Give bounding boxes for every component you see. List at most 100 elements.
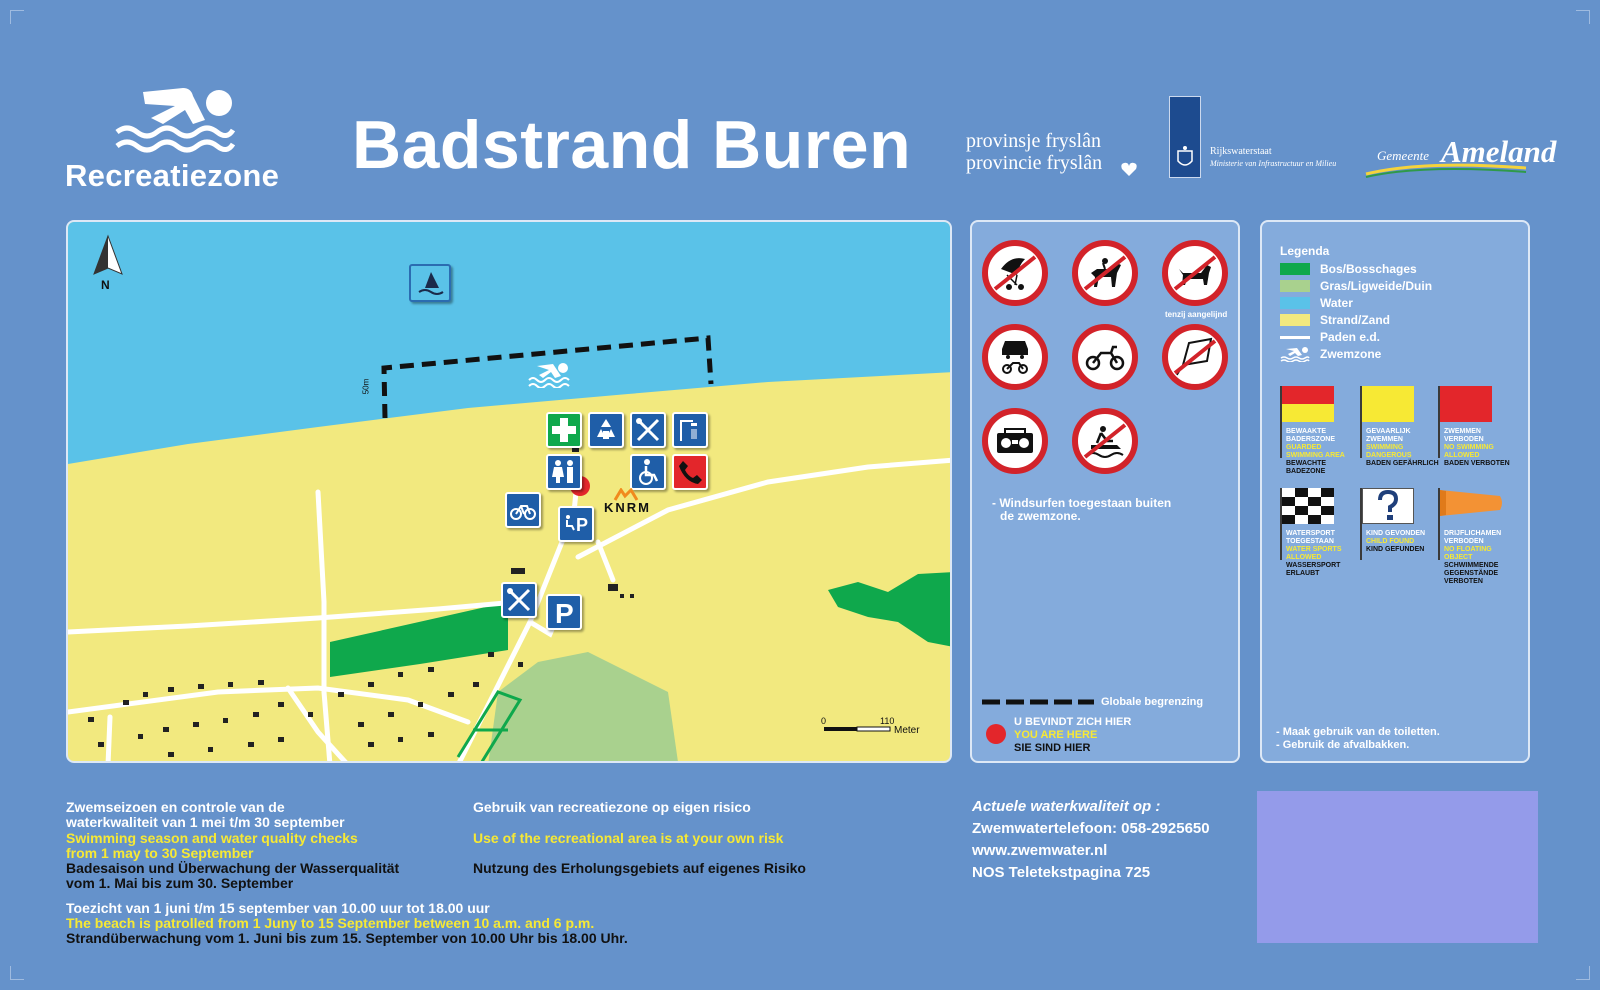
svg-text:P: P [576,515,588,535]
scale-unit: Meter [894,725,920,736]
north-label: N [101,278,110,292]
quality-title: Actuele waterkwaliteit op : [972,798,1161,815]
quality-web: www.zwemwater.nl [972,842,1108,859]
legend-item: Strand/Zand [1280,313,1390,327]
parking-icon: P [546,594,582,630]
season-en-2: from 1 may to 30 September [66,845,254,861]
risk-nl: Gebruik van recreatiezone op eigen risic… [473,799,751,815]
patrol-de: Strandüberwachung vom 1. Juni bis zum 15… [66,930,628,946]
path [285,685,348,761]
dog-note: tenzij aangelijnd [1165,310,1228,319]
buffer-label: 50m [361,378,371,395]
province-line-1: provinsje fryslân [966,130,1101,152]
info-placeholder-box [1257,791,1538,943]
phone-icon [672,454,708,490]
toilets-icon [546,454,582,490]
scale-end: 110 [880,716,895,726]
first-aid-icon [546,412,582,448]
water-area [68,222,950,464]
moped-icon [1085,345,1125,371]
season-de-2: vom 1. Mai bis zum 30. September [66,875,294,891]
legend-title: Legenda [1280,244,1330,258]
path [575,457,950,560]
legend-note-2: - Gebruik de afvalbakken. [1276,739,1410,751]
crop-mark [10,966,24,980]
boundary-label: Globale begrenzing [1101,696,1204,708]
scale-start: 0 [821,716,827,726]
you-are-here-en: YOU ARE HERE [1014,729,1098,741]
rws-ministry: Ministerie van Infrastructuur en Milieu [1210,159,1337,168]
season-en-1: Swimming season and water quality checks [66,830,358,846]
windsurf-note-line2: de zwemzone. [1000,509,1081,523]
path [315,489,333,761]
question-mark-icon [1378,490,1399,520]
jetski-icon [1083,423,1127,459]
car-bike-icon [1002,341,1028,374]
season-nl-2: waterkwaliteit van 1 mei t/m 30 septembe… [66,814,345,830]
houses [88,440,634,757]
no-horses-sign [1072,240,1138,306]
no-kitebuggy-sign [982,240,1048,306]
windsurf-icon [409,264,451,302]
you-are-here-de: SIE SIND HIER [1014,742,1091,754]
kitebuggy-icon [993,255,1037,291]
forest-area [330,602,508,677]
legend-panel: Legenda Bos/Bosschages Gras/Ligweide/Dui… [1260,220,1530,763]
crop-mark [1576,966,1590,980]
quality-teletext: NOS Teletekstpagina 725 [972,864,1151,881]
legend-item: Zwemzone [1280,346,1381,362]
crop-mark [10,10,24,24]
windsurf-note-line1: - Windsurfen toegestaan buiten [992,496,1172,510]
swimmer-logo-icon [115,88,235,153]
you-are-here-dot [986,724,1006,744]
path [68,685,471,725]
you-are-here-nl: U BEVINDT ZICH HIER [1014,716,1132,728]
page-title: Badstrand Buren [352,107,912,183]
no-radio-sign [982,408,1048,474]
swimzone-boundary [381,335,714,419]
logo-label: Recreatiezone [65,158,280,193]
radio-icon [997,428,1033,453]
rws-logo [1169,96,1201,178]
no-jetski-sign [1072,408,1138,474]
beach-map: N 50m P P KNR [66,220,952,763]
risk-en: Use of the recreational area is at your … [473,830,784,846]
horse-icon [1083,255,1127,291]
no-mopeds-sign [1072,324,1138,390]
bicycle-icon [505,492,541,528]
ameland-wave-icon [1365,163,1527,178]
crop-mark [1576,10,1590,24]
patrol-nl: Toezicht van 1 juni t/m 15 september van… [66,900,490,916]
recycling-icon [588,412,624,448]
map-drawing [68,222,950,761]
legend-note-1: - Maak gebruik van de toiletten. [1276,726,1440,738]
path [105,714,113,761]
rws-name: Rijkswaterstaat [1210,146,1272,157]
legend-item: Bos/Bosschages [1280,262,1417,276]
rules-panel: tenzij aangelijnd - Windsurfen toegestaa… [970,220,1240,763]
legend-item: Gras/Ligweide/Duin [1280,279,1432,293]
boundary-line-icon [982,699,1094,705]
disabled-parking-icon: P [558,506,594,542]
swimzone-icon [1280,347,1310,362]
season-nl-1: Zwemseizoen en controle van de [66,799,285,815]
windsock-icon [1440,490,1502,516]
legend-item: Paden e.d. [1280,330,1380,344]
patrol-en: The beach is patrolled from 1 Juny to 15… [66,915,595,931]
path [595,539,616,583]
north-arrow-icon [93,234,123,275]
dog-icon [1173,255,1217,291]
no-kites-sign [1162,324,1228,390]
grass-area [488,652,678,761]
rws-crest-icon [1177,146,1193,166]
restaurant-icon [501,582,537,618]
shower-icon [672,412,708,448]
forest-area [828,572,950,647]
legend-item: Water [1280,296,1353,310]
knrm-logo-icon [613,488,639,501]
province-heart-icon [1121,162,1137,176]
svg-text:P: P [555,598,574,627]
season-de-1: Badesaison und Überwachung der Wasserqua… [66,860,400,876]
gemeente-name: Ameland [1441,134,1557,169]
risk-de: Nutzung des Erholungsgebiets auf eigenes… [473,860,806,876]
